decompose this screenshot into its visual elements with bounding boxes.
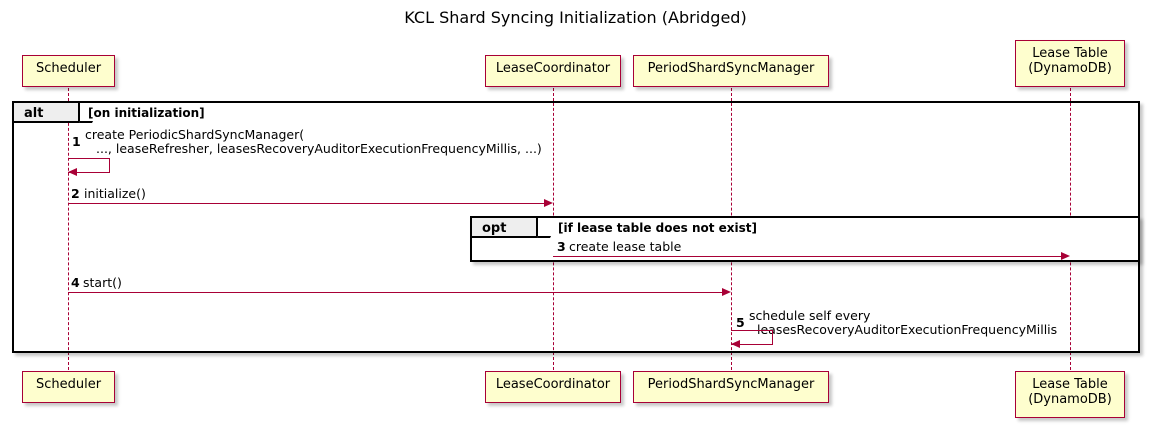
page-title: KCL Shard Syncing Initialization (Abridg… <box>404 8 747 27</box>
message-1-arrowhead <box>68 168 77 176</box>
participant-leasetable-top-label-line-2: (DynamoDB) <box>1028 61 1112 76</box>
opt-fragment-guard: [if lease table does not exist] <box>558 221 758 235</box>
participant-leasetable-bottom-label-line-2: (DynamoDB) <box>1028 392 1112 407</box>
message-4-arrowhead <box>722 287 731 296</box>
alt-fragment-guard: [on initialization] <box>88 106 205 120</box>
participant-leasecoordinator-bottom-label: LeaseCoordinator <box>495 377 611 392</box>
participant-periodshardsyncmanager-bottom-label: PeriodShardSyncManager <box>647 377 815 392</box>
message-5-number: 5 <box>736 315 745 330</box>
message-1-text-line-2: ..., leaseRefresher, leasesRecoveryAudit… <box>96 141 542 156</box>
participant-leasecoordinator-bottom[interactable]: LeaseCoordinator <box>485 371 621 403</box>
alt-fragment-keyword: alt <box>24 106 44 121</box>
participant-scheduler-top[interactable]: Scheduler <box>22 55 115 87</box>
participant-periodshardsyncmanager-bottom[interactable]: PeriodShardSyncManager <box>633 371 829 403</box>
message-4-text: start() <box>83 275 122 290</box>
message-2-line <box>68 203 544 204</box>
message-5-text-line-2: leasesRecoveryAuditorExecutionFrequencyM… <box>757 322 1058 337</box>
message-2-number: 2 <box>71 186 80 201</box>
message-3-line <box>553 256 1061 257</box>
message-1-text-line-1: create PeriodicShardSyncManager( <box>85 127 305 142</box>
message-4-line <box>68 292 722 293</box>
participant-leasetable-top[interactable]: Lease Table (DynamoDB) <box>1015 40 1125 87</box>
participant-scheduler-bottom[interactable]: Scheduler <box>22 371 115 403</box>
message-3-text: create lease table <box>569 239 682 254</box>
participant-scheduler-bottom-label: Scheduler <box>35 377 102 392</box>
message-5-text-line-1: schedule self every <box>749 308 871 323</box>
message-2-text: initialize() <box>84 186 146 201</box>
participant-leasecoordinator-top-label: LeaseCoordinator <box>495 61 611 76</box>
opt-fragment-tab: opt <box>472 218 538 238</box>
message-4-number: 4 <box>71 275 80 290</box>
alt-fragment-tab: alt <box>14 103 80 123</box>
message-1-self-loop <box>68 158 110 173</box>
participant-leasetable-top-label-line-1: Lease Table <box>1032 46 1108 61</box>
message-5-self-loop <box>731 330 773 345</box>
message-3-arrowhead <box>1061 251 1070 260</box>
participant-leasetable-bottom[interactable]: Lease Table (DynamoDB) <box>1015 371 1125 418</box>
opt-fragment-keyword: opt <box>482 221 507 236</box>
message-5-arrowhead <box>731 340 740 348</box>
participant-periodshardsyncmanager-top[interactable]: PeriodShardSyncManager <box>633 55 829 87</box>
participant-periodshardsyncmanager-top-label: PeriodShardSyncManager <box>647 61 815 76</box>
message-3-number: 3 <box>557 239 566 254</box>
opt-fragment: opt <box>470 216 1140 262</box>
lifeline-scheduler <box>68 88 69 370</box>
message-1-number: 1 <box>72 134 81 149</box>
message-2-arrowhead <box>544 198 553 207</box>
participant-leasecoordinator-top[interactable]: LeaseCoordinator <box>485 55 621 87</box>
participant-scheduler-top-label: Scheduler <box>35 61 102 76</box>
participant-leasetable-bottom-label-line-1: Lease Table <box>1032 377 1108 392</box>
